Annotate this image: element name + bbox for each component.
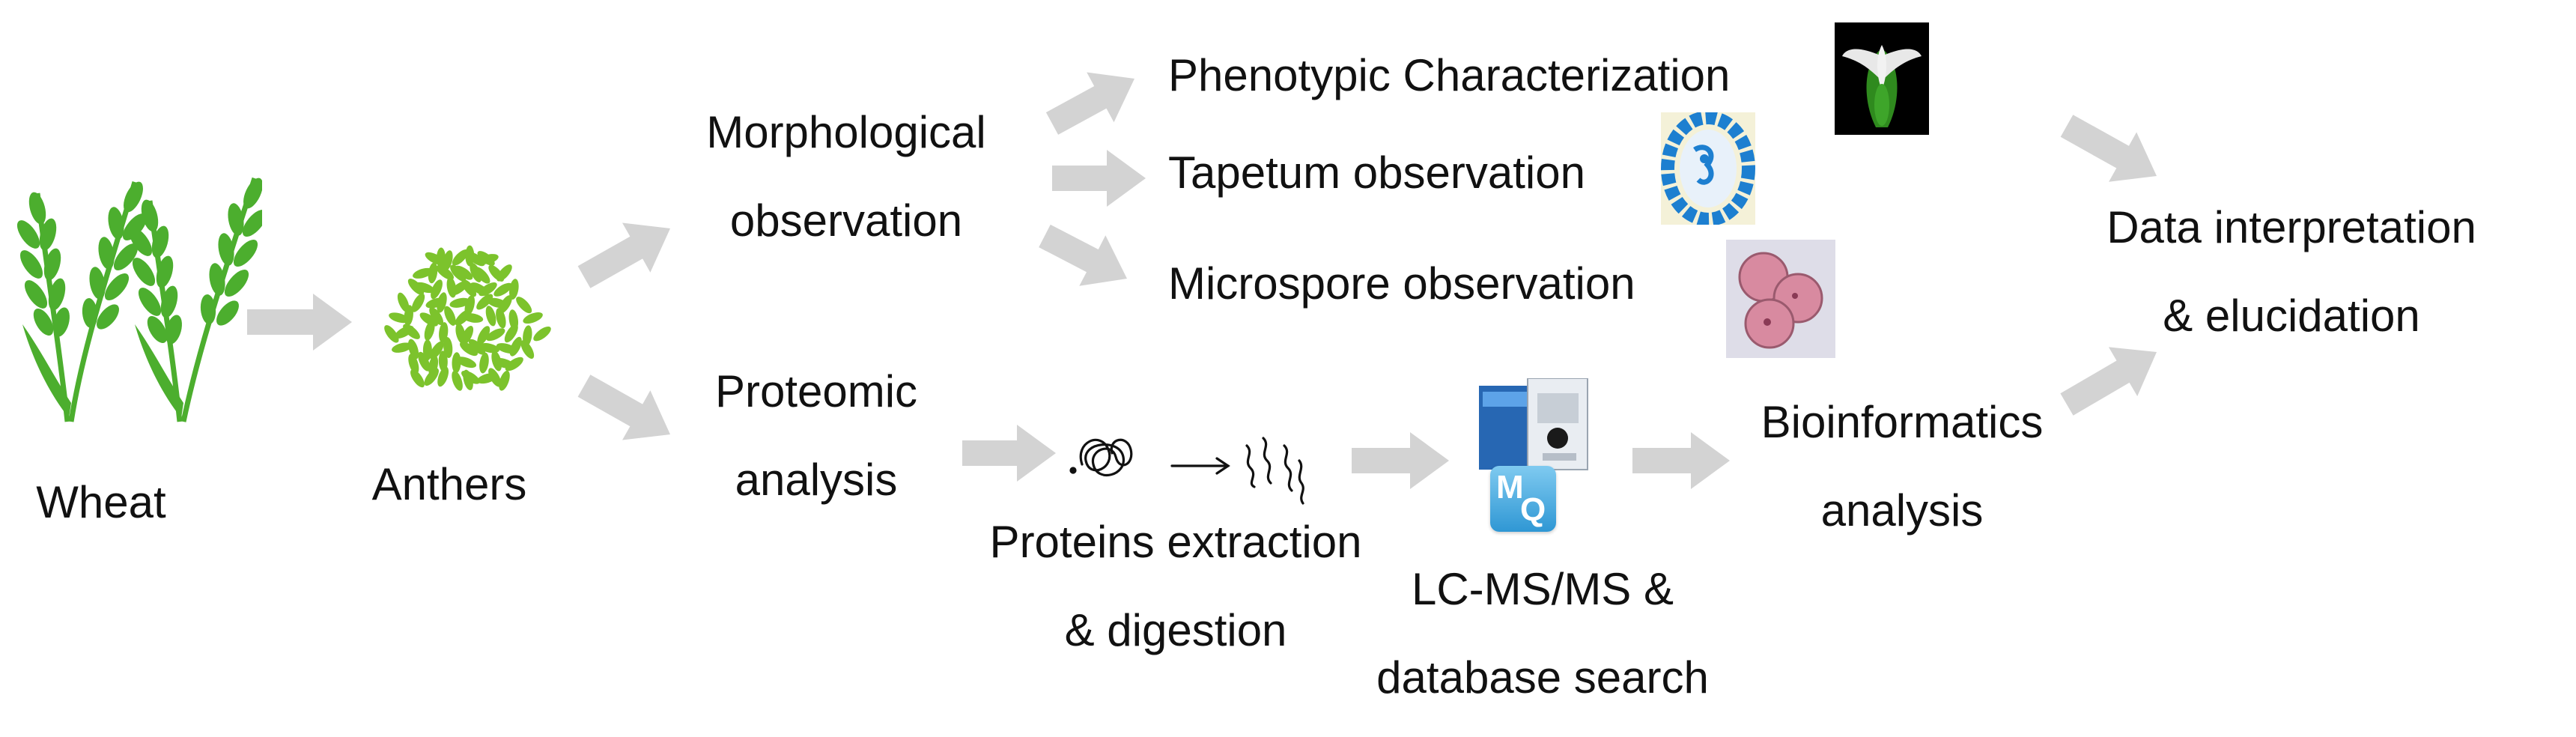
mass-spectrometer-icon [1479,378,1588,470]
microspore-image [1726,240,1835,358]
arrow-morph-to-tapetum [1052,150,1146,207]
bioinformatics-analysis-label: Bioinformatics analysis [1761,397,2044,536]
microspore-observation-label: Microspore observation [1168,258,1635,309]
mq-logo-q: Q [1520,491,1546,528]
arrow-images-to-interpretation [2060,115,2157,182]
lcms-database-search-label: LC-MS/MS & database search [1376,564,1709,703]
arrow-morph-to-microspore [1039,224,1127,286]
proteomic-analysis-label: Proteomic analysis [714,366,918,505]
arrow-bioinfo-to-interpretation [2060,347,2157,416]
arrow-wheat-to-anthers [247,294,352,351]
anthers-illustration [384,245,551,391]
tapetum-observation-label: Tapetum observation [1168,148,1585,198]
arrow-morph-to-phenotypic [1045,72,1134,135]
proteins-extraction-label: Proteins extraction & digestion [989,517,1362,655]
arrow-extraction-to-lcms [1352,432,1449,489]
tapetum-image [1661,112,1755,225]
phenotypic-characterization-label: Phenotypic Characterization [1168,50,1731,100]
arrow-lcms-to-bioinformatics [1632,432,1730,489]
mq-logo-m: M [1496,469,1524,506]
data-interpretation-label: Data interpretation & elucidation [2106,202,2476,341]
wheat-illustration [16,177,262,422]
phenotypic-image [1835,22,1929,135]
wheat-label: Wheat [36,477,166,527]
morphological-observation-label: Morphological observation [706,107,986,246]
anthers-label: Anthers [371,459,527,509]
maxquant-logo-icon: M Q [1490,466,1556,532]
protein-digestion-icon [1069,437,1304,505]
arrow-proteomic-to-extraction [962,425,1056,482]
arrow-anthers-to-morphological [577,222,670,288]
arrow-anthers-to-proteomic [577,374,670,440]
